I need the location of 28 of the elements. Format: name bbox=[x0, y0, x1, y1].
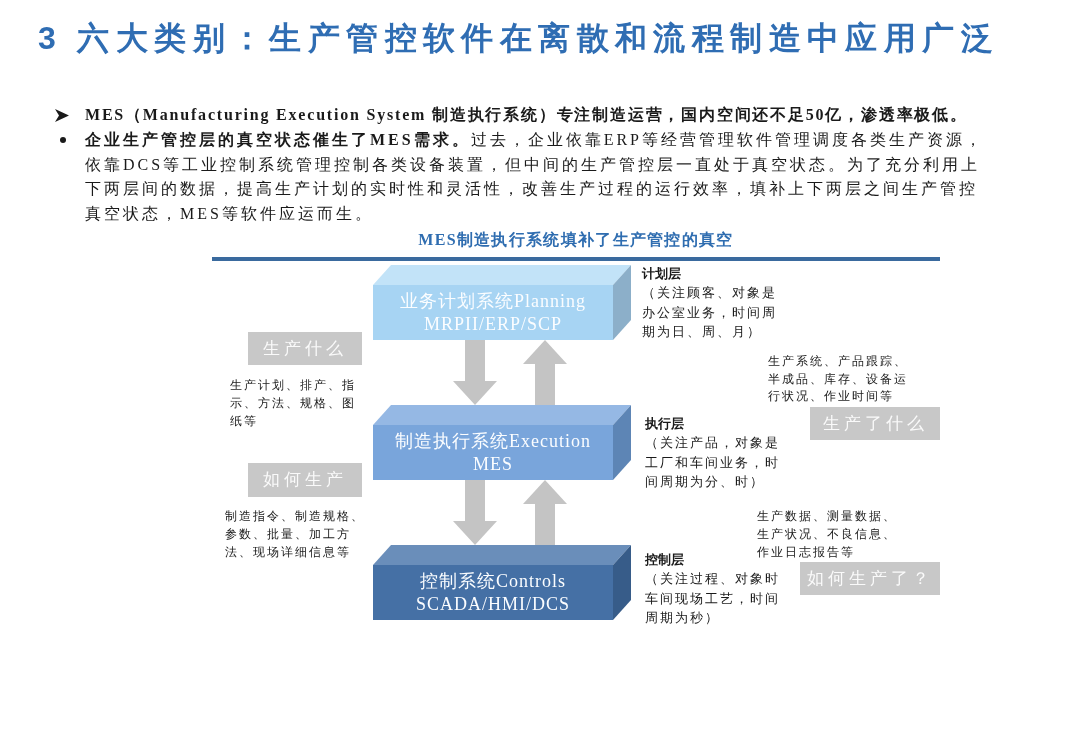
flow-description: 生产数据、测量数据、生产状况、不良信息、作业日志报告等 bbox=[757, 508, 898, 561]
flow-description: 生产系统、产品跟踪、半成品、库存、设备运行状况、作业时间等 bbox=[768, 353, 909, 405]
block-arrow bbox=[523, 340, 567, 405]
block-arrow bbox=[453, 340, 497, 405]
block-label: 制造执行系统Execution MES bbox=[394, 429, 592, 476]
bullet-text: 企业生产管控层的真空状态催生了MES需求。过去，企业依靠ERP等经营管理软件管理调度各类生产资源，依靠DCS等工业控制系统管理控制各类设备装置，但中间的生产管控层一直处于真空状态。为了充分利用上下两层间的数据，提高生产计划的实时性和灵活性，改善生产过程的运行效率，填补上下两层之间生产管控真空状态，MES等软件应运而生。 bbox=[85, 130, 985, 224]
block-arrow bbox=[523, 480, 567, 545]
block-label: 控制系统Controls SCADA/HMI/DCS bbox=[415, 569, 571, 616]
layer-block bbox=[373, 405, 613, 480]
block-arrow bbox=[453, 480, 497, 545]
layer-description: （关注过程、对象时车间现场工艺，时间周期为秒） bbox=[645, 570, 781, 627]
flow-description: 生产计划、排产、指示、方法、规格、图纸等 bbox=[230, 377, 357, 430]
layer-heading: 执行层 bbox=[645, 415, 684, 433]
page-title: 3 六大类别：生产管控软件在离散和流程制造中应用广泛 bbox=[38, 19, 1000, 57]
diagram-heading: MES制造执行系统填补了生产管控的真空 bbox=[418, 230, 734, 250]
tag-box bbox=[800, 562, 940, 595]
tag-box bbox=[248, 463, 362, 497]
layer-block bbox=[373, 545, 613, 620]
layer-block bbox=[373, 265, 613, 340]
tag-box bbox=[810, 407, 940, 440]
flow-description: 制造指令、制造规格、参数、批量、加工方法、现场详细信息等 bbox=[225, 508, 366, 561]
block-label: 业务计划系统Planning MRPII/ERP/SCP bbox=[399, 289, 587, 336]
layer-heading: 控制层 bbox=[645, 551, 684, 569]
bullet-text: MES（Manufacturing Execution System 制造执行系统）专注制造运营，国内空间还不足50亿，渗透率极低。 bbox=[85, 105, 969, 126]
layer-heading: 计划层 bbox=[642, 265, 681, 283]
layer-description: （关注产品，对象是工厂和车间业务，时间周期为分、时） bbox=[645, 434, 781, 491]
layer-description: （关注顾客、对象是办公室业务，时间周期为日、周、月） bbox=[642, 284, 778, 341]
tag-box bbox=[248, 332, 362, 365]
